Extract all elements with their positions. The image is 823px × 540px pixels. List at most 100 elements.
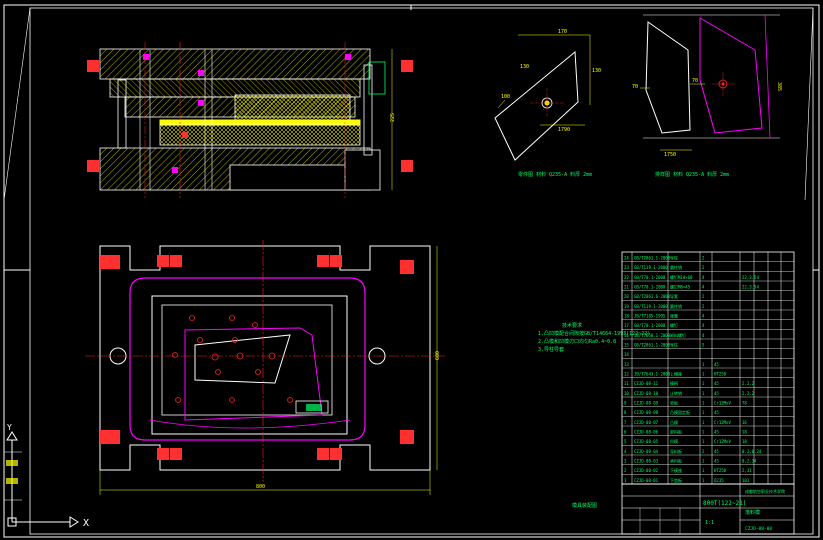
bom-cell: CZJD-08-11: [634, 381, 659, 386]
ucs-icon: X Y: [4, 423, 89, 529]
bom-cell: 45: [714, 429, 719, 434]
bolt-upper-left: [87, 60, 99, 72]
bom-cell: 4: [702, 313, 705, 318]
bom-cell: 1: [702, 400, 705, 405]
bom-cell: 11: [624, 381, 629, 386]
bom-cell: 45: [714, 458, 719, 463]
bom-cell: 凸模固定板: [670, 409, 690, 415]
bom-cell: 2: [702, 304, 705, 309]
strip-dim-4: 385: [776, 82, 782, 91]
bom-cell: GB/T70.1-2008: [634, 323, 666, 328]
bom-cell: 12: [624, 371, 629, 376]
strip-dim-3: 70: [692, 78, 698, 84]
bom-cell: 45: [714, 449, 719, 454]
bom-cell: 4: [702, 333, 705, 338]
bom-cell: 2: [624, 468, 627, 473]
plan-dim-height: 600: [435, 351, 441, 360]
bom-cell: 22: [624, 275, 629, 280]
bom-cell: 7: [624, 420, 627, 425]
bom-cell: 2,31: [742, 468, 752, 473]
bom-cell: 圆柱销: [670, 264, 682, 270]
bom-cell: 1: [702, 362, 705, 367]
bom-cell: 22,3.54: [742, 275, 759, 280]
bom-cell: GB/T2861.6-2008: [634, 294, 671, 299]
bom-cell: CZJD-08-03: [634, 458, 659, 463]
bom-cell: 导柱: [670, 341, 678, 347]
bom-cell: 2: [702, 255, 705, 260]
title-code: CZJD-08-00: [745, 526, 772, 532]
note-1: 1.凸凹模配合间隙按GB/T14664-1993(122~22): [538, 330, 650, 337]
bom-cell: CZJD-08-05: [634, 439, 659, 444]
bom-cell: JB/T7650.1-2008: [634, 333, 671, 338]
bom-cell: 4: [624, 449, 627, 454]
bom-cell: 2: [702, 449, 705, 454]
guide-bush-right: [368, 61, 386, 95]
bom-cell: 24: [624, 255, 629, 260]
part-dim-2: 130: [592, 68, 601, 74]
technical-notes: 技术要求 1.凸凹模配合间隙按GB/T14664-1993(122~22) 2.…: [538, 322, 650, 509]
part-dim-3: 100: [501, 94, 510, 100]
frame-mark-topright: [804, 7, 814, 201]
bom-cell: 弹簧: [670, 312, 678, 318]
guide-pillar-left: [117, 79, 127, 149]
bom-cell: 4: [702, 284, 705, 289]
bom-cell: 1: [702, 410, 705, 415]
bom-cell: 78: [742, 400, 747, 405]
bom-cell: GB/T70.1-2008: [634, 275, 666, 280]
plan-view: 800 600: [85, 240, 445, 495]
bom-cell: 2,2.2: [742, 391, 755, 396]
title-block: 800T(122~21) 成都航空职业技术学院 落料模 CZJD-08-00 1…: [621, 483, 795, 535]
bom-cell: 2: [702, 265, 705, 270]
note-2: 2.凸模和凹模刃口均匀Ra0.4~0.8: [538, 338, 616, 345]
bom-cell: 8: [624, 410, 627, 415]
bom-cell: 垫板: [670, 399, 678, 405]
bom-cell: 18: [742, 429, 747, 434]
bom-cell: 下垫板: [670, 477, 682, 483]
bom-cell: Cr12MoV: [714, 420, 731, 425]
bom-cell: 16: [624, 333, 629, 338]
bom-cell: CZJD-08-06: [634, 429, 659, 434]
bom-cell: 17: [624, 323, 629, 328]
bom-cell: 导套: [670, 293, 678, 299]
bom-cell: 1: [702, 439, 705, 444]
part-caption: 零件图 材料 Q235-A 料厚 2mm: [518, 171, 592, 178]
bom-cell: 螺钉M10×60: [670, 274, 693, 280]
bom-cell: 1: [702, 478, 705, 483]
bolt-lower-left: [87, 160, 99, 172]
strip-layout: 1750 70 70 385 排样图 材料 Q235-A 料厚 2mm: [632, 14, 782, 178]
ucs-x: X: [83, 518, 89, 529]
bom-cell: Cr12MoV: [714, 400, 731, 405]
bom-cell: 4: [702, 275, 705, 280]
strip-dim-2: 70: [632, 84, 638, 90]
inner-frame: [29, 7, 814, 535]
bom-cell: 1: [702, 429, 705, 434]
bom-cell: 21: [624, 284, 629, 289]
part-drawing: 170 130 100 130 1790 零件图 材料 Q235-A 料厚 2m…: [494, 29, 601, 178]
bom-cell: GB/T2861.1-2008: [634, 342, 671, 347]
plan-dim-width: 800: [256, 484, 265, 490]
title-scale: 1:1: [705, 520, 714, 526]
bom-cell: 1: [702, 381, 705, 386]
bolt-lower-right: [401, 160, 413, 172]
bom-cell: 3: [624, 458, 627, 463]
lower-pad: [229, 164, 351, 191]
title-school: 成都航空职业技术学院: [745, 488, 785, 494]
bom-cell: 止转销: [670, 390, 682, 396]
bom-cell: 2: [702, 294, 705, 299]
notes-title: 技术要求: [562, 322, 582, 329]
bom-cell: 圆柱销: [670, 303, 682, 309]
note-3: 3.导柱导套: [538, 346, 564, 353]
bom-cell: 45: [714, 391, 719, 396]
bom-cell: 20: [624, 294, 629, 299]
bom-cell: CZJD-08-08: [634, 410, 659, 415]
bom-cell: 1: [702, 391, 705, 396]
bom-cell: 4: [702, 323, 705, 328]
bom-cell: GB/T70.1-2008: [634, 284, 666, 289]
bom-cell: 螺钉M8×45: [670, 283, 691, 289]
bom-cell: Q235: [714, 478, 724, 483]
bom-cell: 101: [742, 478, 750, 483]
bom-cell: 卸料板: [670, 428, 682, 434]
bom-cell: JB/T7643.1-2008: [634, 371, 671, 376]
bom-cell: 凹模: [670, 438, 678, 444]
